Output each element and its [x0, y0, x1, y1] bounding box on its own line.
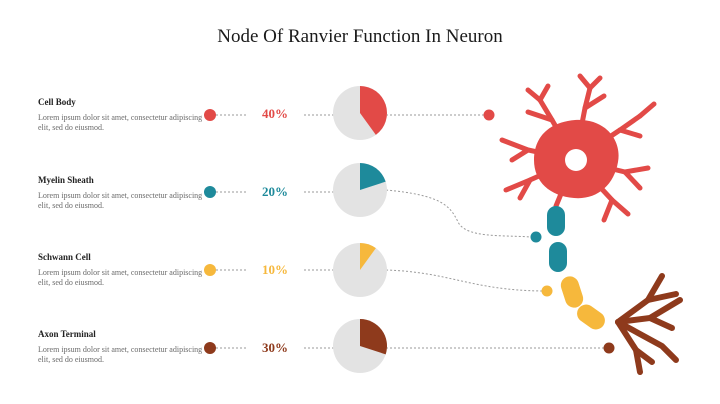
left-connectors	[216, 114, 605, 349]
item-desc-axon-terminal: Lorem ipsum dolor sit amet, consectetur …	[38, 345, 203, 364]
page-title: Node Of Ranvier Function In Neuron	[217, 26, 503, 47]
percent-label-schwann-cell: 10%	[262, 262, 288, 277]
neuron-dot-axon-terminal	[603, 342, 615, 354]
item-title-myelin-sheath: Myelin Sheath	[38, 175, 94, 185]
myelin-sheath-segments	[547, 206, 567, 272]
pie-slice	[360, 319, 387, 355]
item-desc-cell-body: Lorem ipsum dolor sit amet, consectetur …	[38, 113, 203, 132]
item-title-schwann-cell: Schwann Cell	[38, 252, 91, 262]
pie-slice	[360, 243, 376, 270]
neuron-dot-myelin-sheath	[530, 231, 542, 243]
item-dot-schwann-cell	[204, 264, 216, 276]
schwann-cell-segments	[560, 276, 605, 330]
percent-label-axon-terminal: 30%	[262, 340, 288, 355]
neuron-dot-cell-body	[483, 109, 495, 121]
item-title-axon-terminal: Axon Terminal	[38, 329, 96, 339]
item-dot-myelin-sheath	[204, 186, 216, 198]
item-title-cell-body: Cell Body	[38, 97, 76, 107]
pie-slice	[360, 86, 387, 135]
pie-axon-terminal	[333, 319, 387, 373]
item-desc-schwann-cell: Lorem ipsum dolor sit amet, consectetur …	[38, 268, 203, 287]
percent-label-cell-body: 40%	[262, 106, 288, 121]
pie-myelin-sheath	[333, 163, 387, 217]
pie-schwann-cell	[333, 243, 387, 297]
axon-terminal	[615, 273, 683, 375]
pie-cell-body	[333, 86, 387, 140]
neuron-cell-body	[499, 73, 657, 223]
neuron-dot-schwann-cell	[541, 285, 553, 297]
percent-label-myelin-sheath: 20%	[262, 184, 288, 199]
item-dot-cell-body	[204, 109, 216, 121]
item-desc-myelin-sheath: Lorem ipsum dolor sit amet, consectetur …	[38, 191, 203, 210]
pie-slice	[360, 163, 386, 190]
item-dot-axon-terminal	[204, 342, 216, 354]
